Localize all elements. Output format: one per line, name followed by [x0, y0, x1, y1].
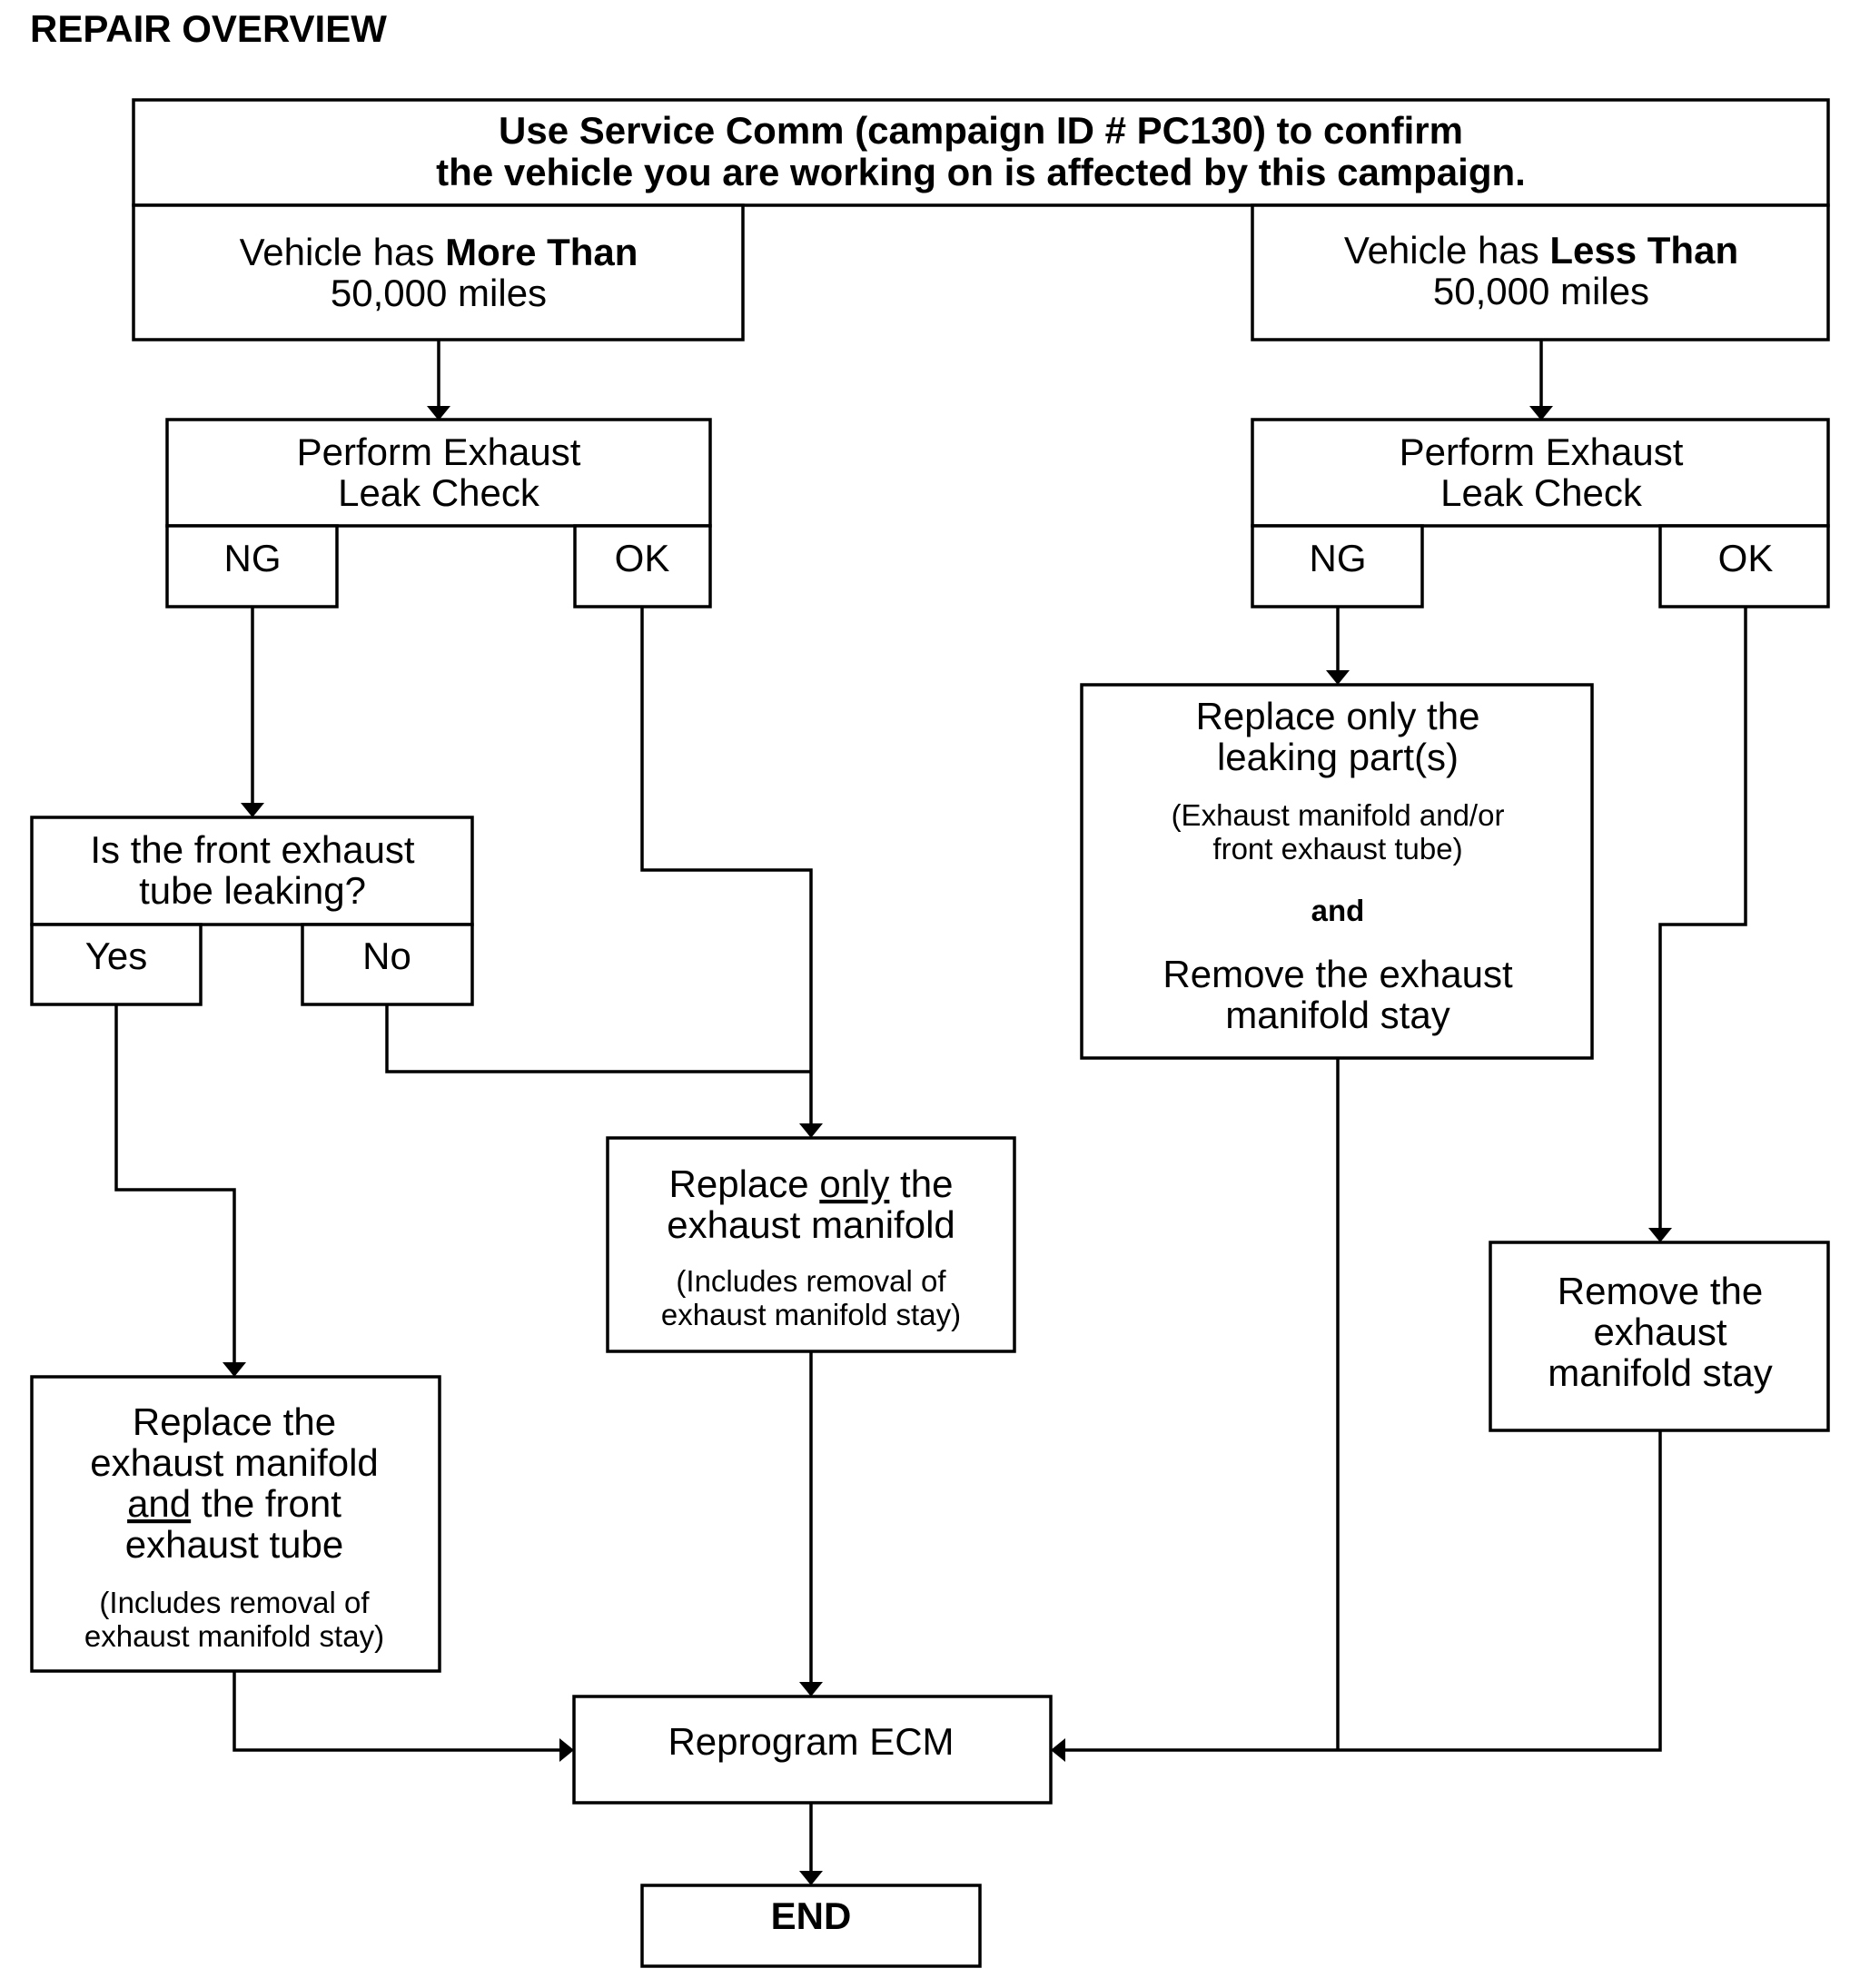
connector-right-ok-to-remove-stay: [1658, 607, 1747, 1228]
arrowhead: [799, 1682, 823, 1696]
replace-leaking-parts-box: Replace only the leaking part(s) (Exhaus…: [1080, 683, 1594, 1060]
arrowhead: [799, 1123, 823, 1138]
arrowhead: [1529, 406, 1553, 420]
confirm-campaign-box: Use Service Comm (campaign ID # PC130) t…: [132, 98, 1830, 207]
leak-check-left-line-2: Leak Check: [338, 471, 540, 514]
arrowhead: [1051, 1738, 1065, 1762]
connectors: [114, 340, 1747, 1885]
leak-check-right-ng: NG: [1310, 537, 1367, 579]
replace-both-note-2: exhaust manifold stay): [84, 1619, 384, 1653]
front-tube-question: Is the front exhaust tube leaking? Yes N…: [30, 816, 474, 1006]
question-no: No: [362, 935, 411, 977]
end-box: END: [640, 1884, 982, 1968]
remove-stay-line-3: manifold stay: [1548, 1351, 1772, 1394]
leak-check-left-line-1: Perform Exhaust: [297, 430, 581, 473]
less-than-line-1: Vehicle has Less Than: [1344, 229, 1738, 272]
leak-check-left: Perform Exhaust Leak Check NG OK: [165, 418, 712, 608]
more-than-line-1: Vehicle has More Than: [240, 231, 638, 273]
arrowhead: [427, 406, 450, 420]
replace-leaking-note-1: (Exhaust manifold and/or: [1172, 798, 1505, 832]
replace-both-line-3: and the front: [127, 1482, 341, 1525]
connector-yes-to-replace-both: [114, 1004, 236, 1362]
arrowhead: [1648, 1228, 1672, 1242]
replace-manifold-only-box: Replace only the exhaust manifold (Inclu…: [606, 1136, 1016, 1353]
replace-both-line-2: exhaust manifold: [90, 1441, 379, 1484]
page-title: REPAIR OVERVIEW: [30, 7, 387, 50]
remove-stay-line-2: exhaust: [1593, 1310, 1726, 1353]
less-than-box: Vehicle has Less Than 50,000 miles: [1251, 203, 1830, 341]
connector-replace-both-to-reprogram: [232, 1671, 559, 1752]
leak-check-right-line-2: Leak Check: [1440, 471, 1643, 514]
leak-check-left-ng: NG: [224, 537, 282, 579]
replace-leaking-line-1: Replace only the: [1196, 695, 1480, 737]
leak-check-right-line-1: Perform Exhaust: [1400, 430, 1684, 473]
remove-stay-box: Remove the exhaust manifold stay: [1489, 1241, 1830, 1432]
leak-check-right-ok: OK: [1718, 537, 1774, 579]
arrowhead: [1326, 670, 1350, 685]
confirm-line-1: Use Service Comm (campaign ID # PC130) t…: [499, 109, 1463, 152]
arrowhead: [241, 803, 264, 817]
leak-check-right: Perform Exhaust Leak Check NG OK: [1251, 418, 1830, 608]
replace-both-line-1: Replace the: [133, 1400, 336, 1443]
more-than-line-2: 50,000 miles: [331, 272, 547, 314]
replace-leaking-note-2: front exhaust tube): [1212, 832, 1462, 865]
reprogram-ecm-box: Reprogram ECM: [572, 1695, 1053, 1805]
connector-remove-stay-to-reprogram: [1065, 1430, 1662, 1752]
leak-check-left-ok: OK: [615, 537, 670, 579]
remove-stay-line-1: Remove the: [1558, 1270, 1763, 1312]
replace-manifold-line-2: exhaust manifold: [667, 1203, 955, 1246]
replace-both-line-4: exhaust tube: [125, 1523, 344, 1566]
replace-leaking-line-4: manifold stay: [1225, 994, 1449, 1036]
replace-both-note-1: (Includes removal of: [99, 1586, 370, 1619]
question-line-2: tube leaking?: [139, 869, 366, 912]
reprogram-ecm-label: Reprogram ECM: [668, 1720, 954, 1763]
more-than-box: Vehicle has More Than 50,000 miles: [132, 203, 745, 341]
end-label: END: [771, 1894, 852, 1937]
replace-manifold-note-1: (Includes removal of: [676, 1264, 946, 1298]
arrowhead: [223, 1362, 246, 1377]
less-than-line-2: 50,000 miles: [1433, 270, 1649, 312]
replace-leaking-and: and: [1311, 894, 1365, 927]
connector-left-ok-to-manifold: [640, 607, 813, 1123]
replace-leaking-line-3: Remove the exhaust: [1162, 953, 1513, 995]
question-line-1: Is the front exhaust: [90, 828, 415, 871]
confirm-line-2: the vehicle you are working on is affect…: [436, 151, 1526, 193]
replace-leaking-line-2: leaking part(s): [1217, 736, 1459, 778]
replace-manifold-line-1: Replace only the: [669, 1162, 954, 1205]
arrowhead: [799, 1871, 823, 1885]
question-yes: Yes: [85, 935, 148, 977]
connector-no-to-manifold: [385, 1004, 811, 1073]
replace-manifold-note-2: exhaust manifold stay): [661, 1298, 961, 1331]
replace-both-box: Replace the exhaust manifold and the fro…: [30, 1375, 441, 1673]
arrowhead: [559, 1738, 574, 1762]
